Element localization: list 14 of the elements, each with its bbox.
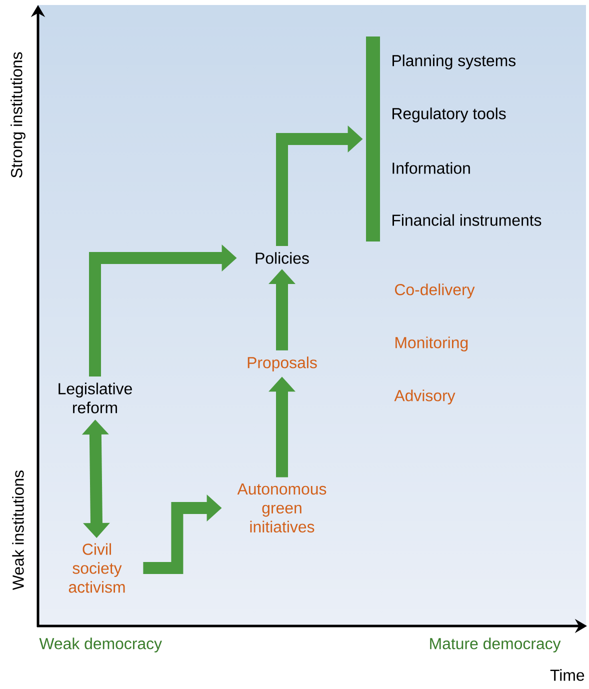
axis-label: Strong institutions	[10, 52, 26, 178]
list-item: Monitoring	[396, 336, 468, 352]
node-label: Proposals	[248, 356, 317, 372]
axis-label: Mature democracy	[430, 638, 561, 652]
node-label: Policies	[256, 252, 309, 264]
list-item: Advisory	[394, 390, 456, 404]
list-item: Co-delivery	[395, 284, 475, 298]
axis-label: Weak institutions	[12, 470, 24, 590]
node-label: Civil society activism	[68, 543, 125, 593]
axis-label: Time	[550, 669, 584, 681]
axis-label: Weak democracy	[39, 638, 162, 652]
node-label: Legislative reform	[58, 382, 132, 414]
vertical-bar	[366, 36, 380, 242]
node-label: Autonomous green initiatives	[237, 484, 326, 532]
